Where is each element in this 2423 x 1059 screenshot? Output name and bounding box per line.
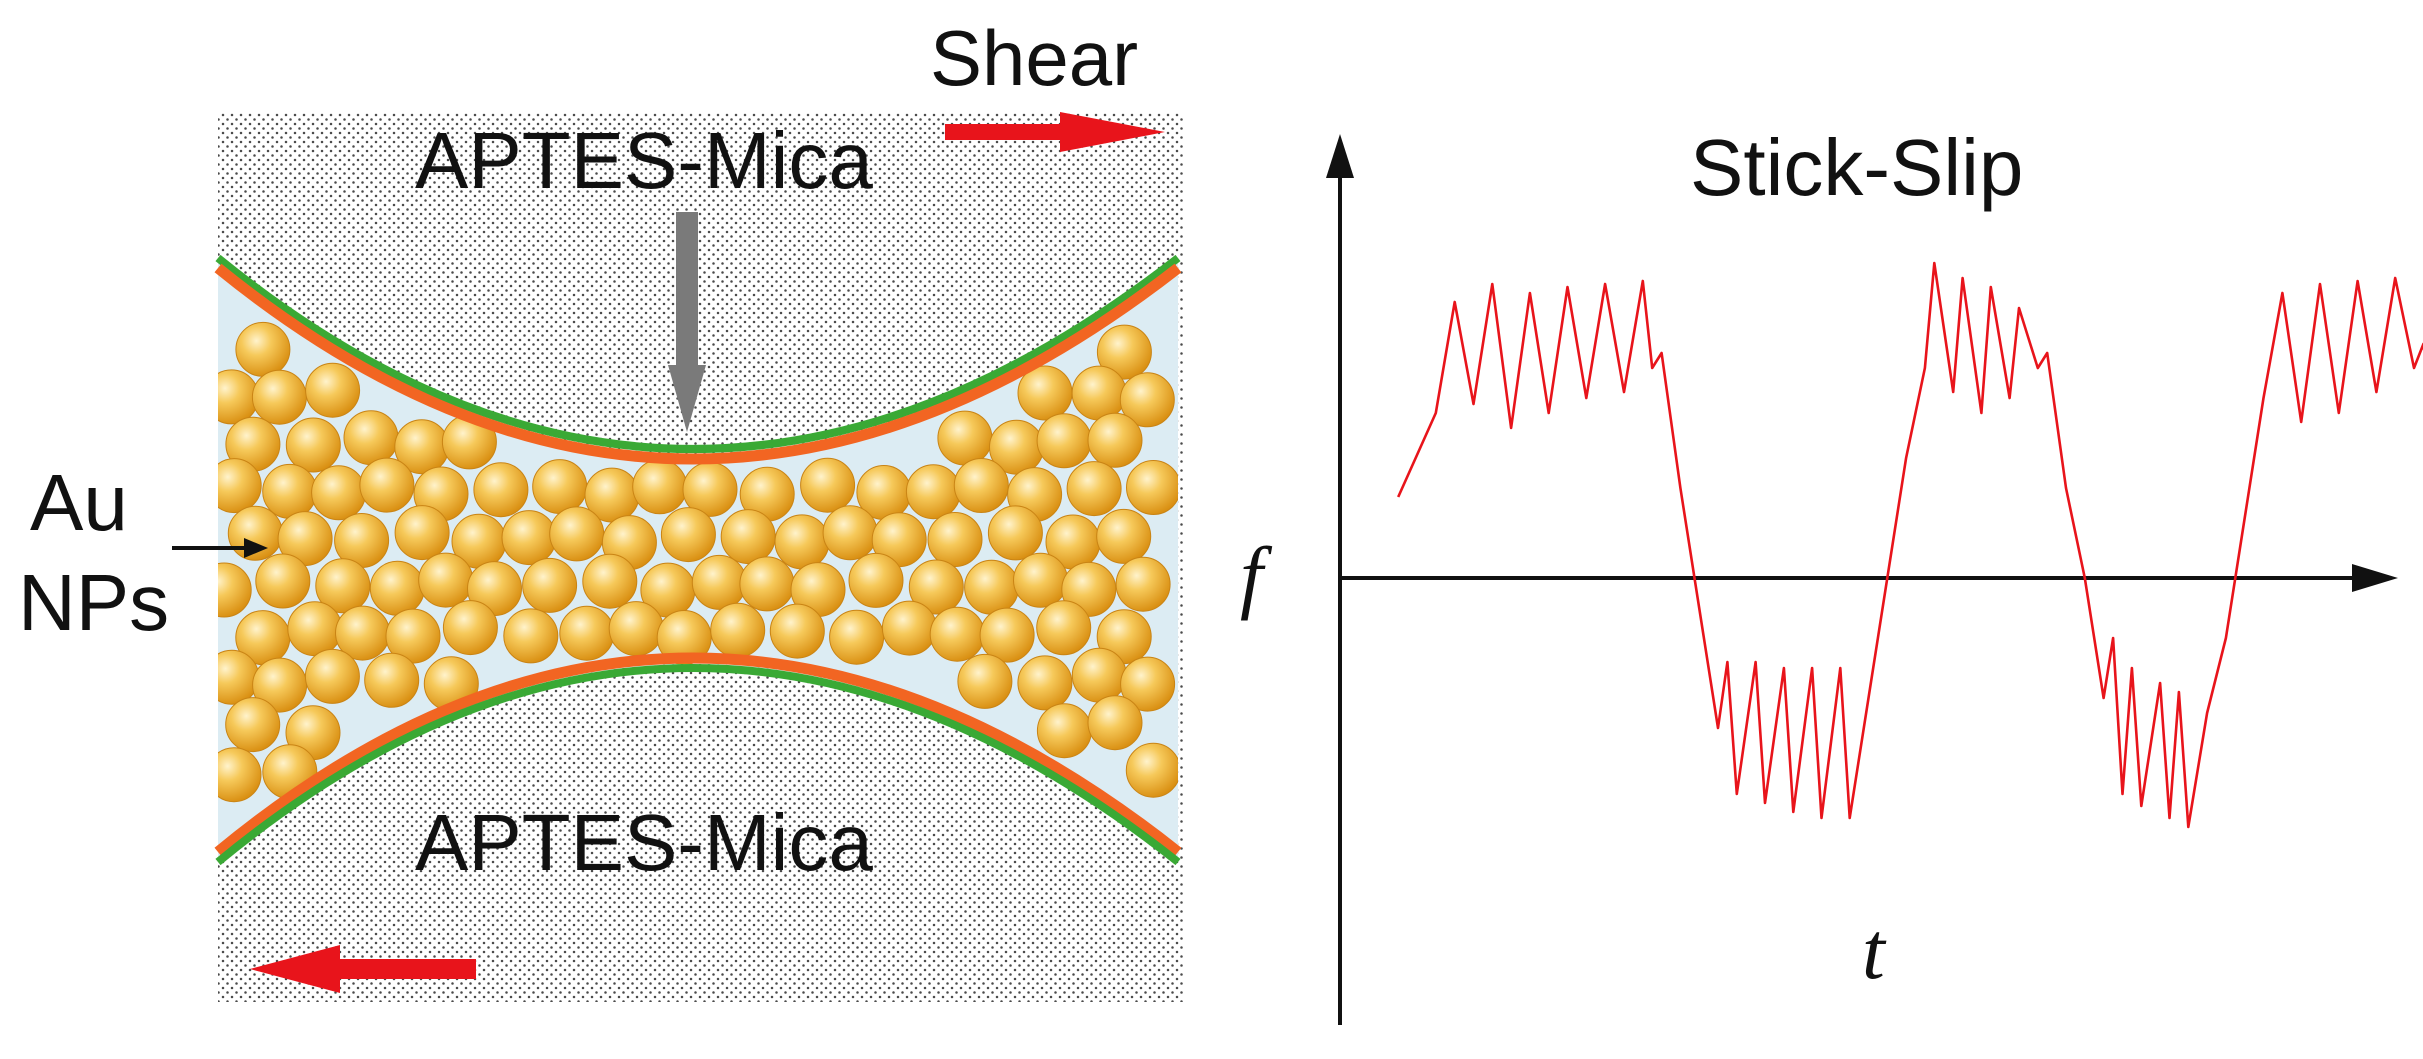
gold-nanoparticle bbox=[218, 369, 259, 425]
gold-nanoparticle bbox=[1115, 556, 1171, 612]
gold-nanoparticle bbox=[979, 607, 1035, 663]
x-axis-label: t bbox=[1862, 905, 1887, 996]
gold-nanoparticle bbox=[582, 553, 638, 609]
nanoparticles-label-line2: NPs bbox=[18, 558, 169, 647]
gold-nanoparticle bbox=[522, 557, 578, 613]
gold-nanoparticle bbox=[251, 369, 307, 425]
gold-nanoparticle bbox=[549, 506, 605, 562]
gold-nanoparticle bbox=[225, 697, 281, 753]
gold-nanoparticle bbox=[720, 509, 776, 565]
gold-nanoparticle bbox=[287, 601, 343, 657]
gold-nanoparticle bbox=[1119, 372, 1175, 428]
gold-nanoparticle bbox=[769, 603, 825, 659]
gold-nanoparticle bbox=[1126, 460, 1178, 515]
gold-nanoparticle bbox=[1036, 703, 1092, 759]
gold-nanoparticle bbox=[1071, 365, 1127, 421]
gold-nanoparticle bbox=[929, 606, 985, 662]
gold-nanoparticle bbox=[1036, 600, 1092, 656]
gold-nanoparticle bbox=[660, 507, 716, 563]
gold-nanoparticle bbox=[285, 417, 341, 473]
stick-slip-trace bbox=[1397, 261, 2423, 829]
bottom-surface-label: APTES-Mica bbox=[415, 798, 873, 887]
gold-nanoparticle bbox=[218, 747, 262, 803]
gold-nanoparticle bbox=[218, 649, 260, 705]
gold-nanoparticle bbox=[1096, 324, 1152, 380]
plot-title: Stick-Slip bbox=[1690, 123, 2023, 212]
gold-nanoparticle bbox=[394, 505, 450, 561]
gold-nanoparticle bbox=[927, 512, 983, 567]
shear-arrow-left bbox=[250, 945, 476, 993]
gold-nanoparticle bbox=[559, 605, 615, 661]
gold-nanoparticle bbox=[235, 321, 291, 377]
gold-nanoparticle bbox=[937, 410, 993, 466]
shear-label: Shear bbox=[930, 14, 1138, 102]
gold-nanoparticle bbox=[848, 552, 904, 608]
gold-nanoparticle bbox=[532, 459, 588, 515]
gold-nanoparticle bbox=[908, 559, 964, 615]
gold-nanoparticle bbox=[829, 609, 885, 665]
gold-nanoparticle bbox=[608, 601, 664, 657]
gold-nanoparticle bbox=[473, 462, 529, 518]
gold-nanoparticle bbox=[501, 510, 557, 566]
shear-cell: APTES-Mica APTES-Mica Shear Au NPs bbox=[18, 14, 1183, 1002]
top-surface-green-layer bbox=[215, 254, 1181, 453]
gold-nanoparticle bbox=[800, 457, 856, 513]
x-axis-arrowhead bbox=[2352, 564, 2398, 592]
stick-slip-plot: Stick-Slip f t bbox=[1240, 123, 2423, 1025]
gold-nanoparticle bbox=[987, 505, 1043, 561]
top-surface-orange-layer bbox=[214, 263, 1182, 465]
shear-arrow-right bbox=[945, 112, 1165, 152]
gold-nanoparticle bbox=[881, 600, 937, 656]
gold-nanoparticle bbox=[418, 552, 474, 608]
y-axis-label: f bbox=[1240, 530, 1273, 621]
gold-nanoparticle bbox=[364, 652, 420, 708]
gold-nanoparticle bbox=[739, 556, 795, 612]
gold-nanoparticle bbox=[822, 505, 878, 561]
gold-nanoparticle bbox=[1066, 461, 1122, 517]
gold-nanoparticle bbox=[255, 553, 311, 609]
nanoparticles-label-line1: Au bbox=[30, 458, 128, 547]
gold-nanoparticle bbox=[691, 554, 747, 610]
gold-nanoparticle bbox=[305, 362, 361, 418]
gold-nanoparticle bbox=[1013, 552, 1068, 608]
gold-nanoparticle bbox=[311, 465, 367, 521]
gold-nanoparticle bbox=[632, 459, 688, 515]
gold-nanoparticle bbox=[1096, 508, 1152, 564]
gold-nanoparticle bbox=[218, 562, 252, 618]
gold-nanoparticle bbox=[1036, 413, 1092, 469]
gold-nanoparticle bbox=[1087, 412, 1143, 468]
gold-nanoparticle bbox=[710, 602, 766, 658]
gold-nanoparticle bbox=[442, 600, 498, 656]
gold-nanoparticle bbox=[369, 560, 425, 616]
gold-nanoparticle bbox=[1120, 656, 1176, 712]
gold-nanoparticle bbox=[359, 457, 415, 513]
gold-nanoparticle bbox=[503, 608, 559, 664]
gold-nanoparticle bbox=[1017, 655, 1073, 711]
gold-nanoparticle bbox=[964, 559, 1020, 615]
gold-nanoparticle bbox=[315, 558, 371, 614]
gold-nanoparticle bbox=[774, 514, 830, 570]
gold-nanoparticle bbox=[343, 410, 399, 466]
gold-nanoparticle bbox=[1071, 647, 1127, 703]
load-arrow bbox=[668, 212, 706, 432]
gold-nanoparticle bbox=[905, 464, 961, 520]
top-surface-label: APTES-Mica bbox=[415, 116, 873, 205]
bottom-surface-orange-layer bbox=[214, 652, 1182, 857]
nanoparticles-pointer-arrow bbox=[172, 538, 268, 558]
gold-nanoparticle bbox=[957, 653, 1013, 709]
gold-nanoparticle bbox=[304, 648, 360, 704]
gold-nanoparticle bbox=[262, 463, 318, 519]
y-axis-arrowhead bbox=[1326, 134, 1354, 178]
gold-nanoparticle bbox=[218, 458, 262, 514]
gold-nanoparticle bbox=[953, 458, 1009, 513]
gold-nanoparticle bbox=[1087, 695, 1143, 751]
nanoparticle-layer bbox=[218, 321, 1178, 803]
bottom-surface-green-layer bbox=[215, 664, 1181, 866]
gold-nanoparticle bbox=[1125, 742, 1178, 798]
